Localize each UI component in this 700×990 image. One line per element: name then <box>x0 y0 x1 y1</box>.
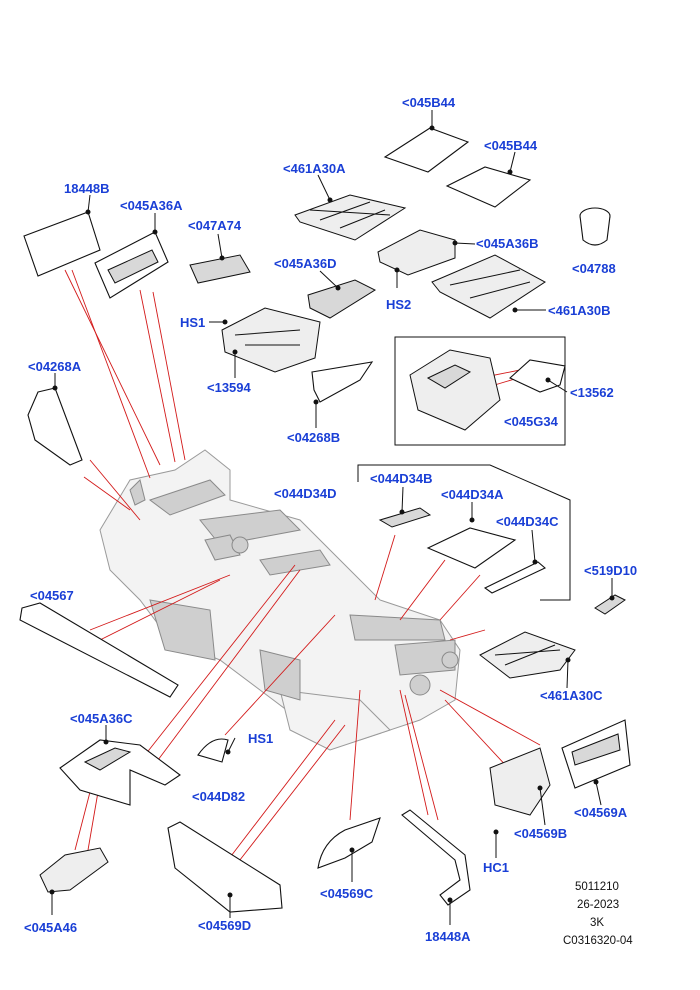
callout-044D82[interactable]: <044D82 <box>192 789 245 804</box>
callout-18448A[interactable]: 18448A <box>425 929 471 944</box>
callout-045G34[interactable]: <045G34 <box>504 414 559 429</box>
callout-045A36C[interactable]: <045A36C <box>70 711 133 726</box>
part-045B44-mat-lower[interactable] <box>445 166 532 208</box>
reference-line-2: 26-2023 <box>577 899 619 911</box>
callout-04569C[interactable]: <04569C <box>320 886 374 901</box>
callout-04569A[interactable]: <04569A <box>574 805 628 820</box>
callout-13562[interactable]: <13562 <box>570 385 614 400</box>
callout-045B44-upper[interactable]: <045B44 <box>402 95 456 110</box>
callout-044D34B[interactable]: <044D34B <box>370 471 433 486</box>
reference-line-3: 3K <box>590 917 604 929</box>
callout-519D10[interactable]: <519D10 <box>584 563 637 578</box>
callout-04788[interactable]: <04788 <box>572 261 616 276</box>
callout-047A74[interactable]: <047A74 <box>188 218 242 233</box>
part-461A30C-frame[interactable] <box>479 631 576 679</box>
callout-HS1-upper[interactable]: HS1 <box>180 315 205 330</box>
part-045B44-mat-upper[interactable] <box>383 127 470 173</box>
part-18448B-panel[interactable] <box>23 211 101 277</box>
callout-045A46[interactable]: <045A46 <box>24 920 77 935</box>
part-045A36C-bezel[interactable] <box>59 739 181 806</box>
callout-13594[interactable]: <13594 <box>207 380 252 395</box>
part-045G34-mat[interactable] <box>509 359 566 393</box>
callout-HC1[interactable]: HC1 <box>483 860 509 875</box>
part-04569D-side-trim[interactable] <box>167 821 283 913</box>
black-leader-lines <box>51 110 613 925</box>
callout-HS2[interactable]: HS2 <box>386 297 411 312</box>
callout-045A36D[interactable]: <045A36D <box>274 256 337 271</box>
callout-labels: <045B44 <045B44 <461A30A 18448B <045A36A… <box>24 95 637 944</box>
part-045A46-bracket[interactable] <box>39 847 109 893</box>
part-04268A-side-trim[interactable] <box>27 387 83 466</box>
part-045A36D-bracket[interactable] <box>307 279 377 319</box>
reference-line-4: C0316320-04 <box>563 935 633 947</box>
part-044D34B-strip[interactable] <box>378 507 432 528</box>
part-04569B-bracket[interactable] <box>489 747 551 816</box>
part-18448A-strap[interactable] <box>401 809 471 906</box>
leader-dots <box>49 125 615 903</box>
callout-044D34C[interactable]: <044D34C <box>496 514 559 529</box>
part-04569C-trim[interactable] <box>317 817 381 869</box>
reference-block: 5011210 26-2023 3K C0316320-04 <box>563 881 633 947</box>
reference-line-1: 5011210 <box>575 881 619 893</box>
callout-045B44-lower[interactable]: <045B44 <box>484 138 538 153</box>
callout-461A30C[interactable]: <461A30C <box>540 688 603 703</box>
detail-box-044D34D <box>357 464 571 601</box>
part-13594-housing[interactable] <box>221 307 321 373</box>
callout-044D34D[interactable]: <044D34D <box>274 486 337 501</box>
centre-console-assembly <box>99 449 461 751</box>
part-045A36B-bezel[interactable] <box>377 229 456 276</box>
callout-045A36B[interactable]: <045A36B <box>476 236 539 251</box>
callout-04569B[interactable]: <04569B <box>514 826 567 841</box>
callout-04569D[interactable]: <04569D <box>198 918 251 933</box>
callout-18448B[interactable]: 18448B <box>64 181 110 196</box>
callout-044D34A[interactable]: <044D34A <box>441 487 504 502</box>
part-044D34C-strip[interactable] <box>483 561 547 594</box>
callout-461A30A[interactable]: <461A30A <box>283 161 346 176</box>
callout-HS1-lower[interactable]: HS1 <box>248 731 273 746</box>
part-04268B-trim[interactable] <box>311 361 374 403</box>
part-044D34A-mat[interactable] <box>426 527 517 569</box>
callout-04567[interactable]: <04567 <box>30 588 74 603</box>
callout-461A30B[interactable]: <461A30B <box>548 303 611 318</box>
callout-04268B[interactable]: <04268B <box>287 430 340 445</box>
part-04788-cup[interactable] <box>579 207 611 246</box>
red-leader-lines <box>64 269 541 866</box>
part-13562-bin[interactable] <box>409 349 501 431</box>
part-519D10-clip[interactable] <box>594 594 626 615</box>
callout-04268A[interactable]: <04268A <box>28 359 82 374</box>
part-461A30A-frame[interactable] <box>294 194 407 241</box>
callout-045A36A[interactable]: <045A36A <box>120 198 183 213</box>
part-461A30B-frame[interactable] <box>431 254 546 319</box>
part-044D82-cover[interactable] <box>197 738 229 763</box>
part-04567-trim-strip[interactable] <box>19 602 179 698</box>
